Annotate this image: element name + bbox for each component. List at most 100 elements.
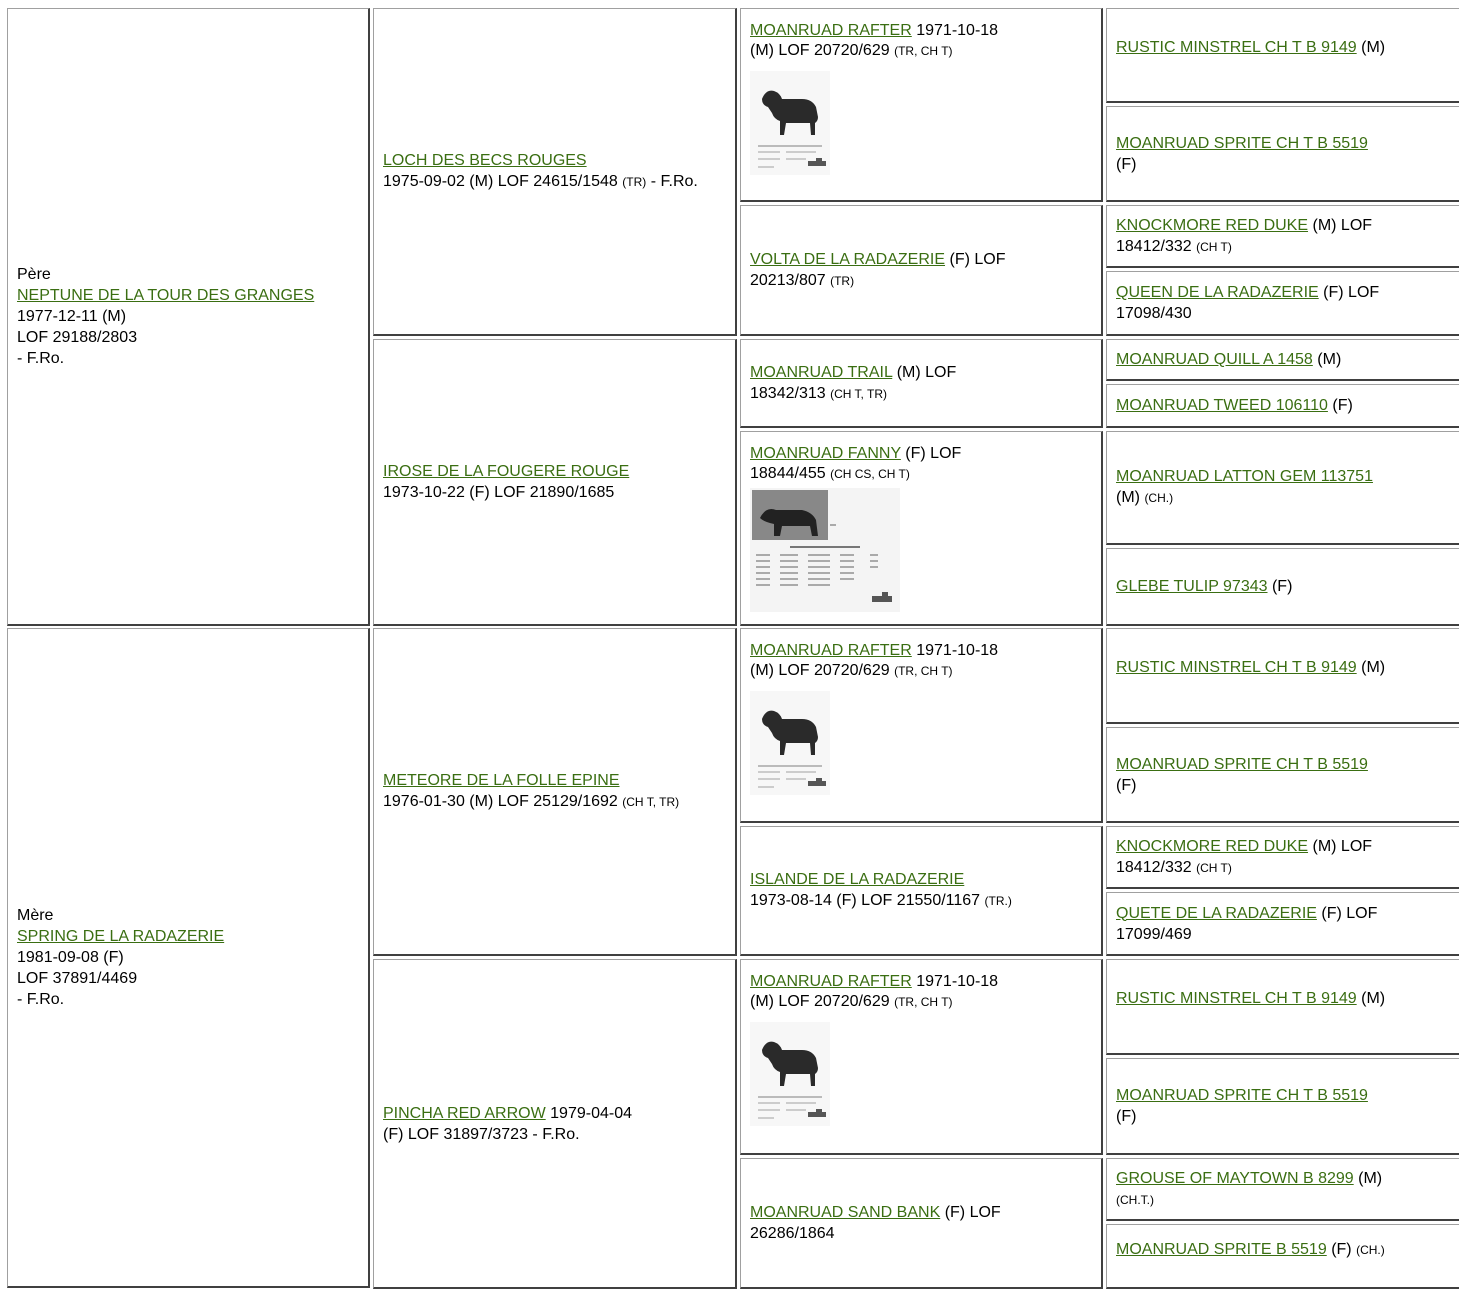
dam-cell: Mère SPRING DE LA RADAZERIE 1981-09-08 (…	[7, 628, 370, 1288]
dam-name-link[interactable]: SPRING DE LA RADAZERIE	[17, 928, 225, 945]
ss-affix: - F.Ro.	[650, 173, 698, 190]
ddss-info: (M)	[1361, 990, 1386, 1007]
ddsd-name-link[interactable]: MOANRUAD SPRITE CH T B 5519	[1116, 1087, 1368, 1104]
dsds-titles: (CH T)	[1196, 860, 1232, 875]
sss-name-link[interactable]: MOANRUAD RAFTER	[750, 22, 912, 39]
sds-name-link[interactable]: MOANRUAD TRAIL	[750, 363, 893, 381]
sd-info: 1973-10-22 (F) LOF 21890/1685	[383, 484, 615, 501]
dsds-info: (M) LOF	[1312, 837, 1373, 855]
sdd-titles: (CH CS, CH T)	[830, 467, 910, 481]
ssd-info1: (F) LOF	[949, 250, 1006, 268]
ssds-info2: 18412/332	[1116, 237, 1192, 255]
ddds-info: (M)	[1358, 1169, 1383, 1187]
dsdd-info: (F) LOF	[1321, 904, 1378, 922]
dddd-titles: (CH.)	[1356, 1243, 1385, 1257]
dds-birth: 1971-10-18	[916, 973, 999, 990]
dds-lof: (M) LOF 20720/629	[750, 993, 890, 1010]
ssd-cell: VOLTA DE LA RADAZERIE (F) LOF 20213/807 …	[740, 205, 1103, 336]
ddd-info1: (F) LOF	[944, 1204, 1001, 1221]
ss-name-link[interactable]: LOCH DES BECS ROUGES	[383, 152, 587, 169]
sss-titles: (TR, CH T)	[894, 44, 953, 58]
dsss-name-link[interactable]: RUSTIC MINSTREL CH T B 9149	[1116, 659, 1357, 676]
dssd-name-link[interactable]: MOANRUAD SPRITE CH T B 5519	[1116, 755, 1368, 773]
sdsd-name-link[interactable]: MOANRUAD TWEED 106110	[1116, 397, 1328, 414]
sdds-cell: MOANRUAD LATTON GEM 113751(M) (CH.)	[1106, 431, 1459, 545]
dsss-cell: RUSTIC MINSTREL CH T B 9149 (M)	[1106, 628, 1459, 724]
sddd-name-link[interactable]: GLEBE TULIP 97343	[1116, 578, 1268, 595]
sdds-name-link[interactable]: MOANRUAD LATTON GEM 113751	[1116, 468, 1373, 485]
dsds-name-link[interactable]: KNOCKMORE RED DUKE	[1116, 837, 1309, 855]
ssds-info: (M) LOF	[1312, 216, 1373, 234]
dog-photo-icon	[750, 691, 830, 795]
sire-name-link[interactable]: NEPTUNE DE LA TOUR DES GRANGES	[17, 287, 315, 304]
ddss-name-link[interactable]: RUSTIC MINSTREL CH T B 9149	[1116, 990, 1357, 1007]
ssdd-name-link[interactable]: QUEEN DE LA RADAZERIE	[1116, 284, 1319, 301]
ssss-name-link[interactable]: RUSTIC MINSTREL CH T B 9149	[1116, 39, 1357, 56]
dds-cell: MOANRUAD RAFTER 1971-10-18 (M) LOF 20720…	[740, 959, 1103, 1155]
sssd-cell: MOANRUAD SPRITE CH T B 5519 (F)	[1106, 106, 1459, 202]
dsds-info2: 18412/332	[1116, 858, 1192, 876]
ssdd-info: (F) LOF	[1323, 284, 1380, 301]
dss-name-link[interactable]: MOANRUAD RAFTER	[750, 642, 912, 659]
ddss-cell: RUSTIC MINSTREL CH T B 9149 (M)	[1106, 959, 1459, 1055]
dsd-name-link[interactable]: ISLANDE DE LA RADAZERIE	[750, 871, 965, 888]
sdss-name-link[interactable]: MOANRUAD QUILL A 1458	[1116, 351, 1313, 368]
ddd-info2: 26286/1864	[750, 1225, 835, 1242]
dsds-cell: KNOCKMORE RED DUKE (M) LOF 18412/332 (CH …	[1106, 826, 1459, 889]
pedigree-document-icon	[750, 488, 900, 612]
dd-cell: PINCHA RED ARROW 1979-04-04 (F) LOF 3189…	[373, 959, 737, 1289]
dog-photo-icon	[750, 71, 830, 175]
ssd-titles: (TR)	[830, 273, 855, 288]
ddd-cell: MOANRUAD SAND BANK (F) LOF 26286/1864	[740, 1158, 1103, 1289]
sire-cell: Père NEPTUNE DE LA TOUR DES GRANGES 1977…	[7, 8, 370, 626]
ddsd-cell: MOANRUAD SPRITE CH T B 5519 (F)	[1106, 1058, 1459, 1155]
sdd-info1: (F) LOF	[905, 445, 962, 462]
sdsd-cell: MOANRUAD TWEED 106110 (F)	[1106, 384, 1459, 428]
ssdd-info2: 17098/430	[1116, 305, 1192, 322]
dog-photo-thumbnail[interactable]	[750, 1022, 830, 1126]
sss-cell: MOANRUAD RAFTER 1971-10-18 (M) LOF 20720…	[740, 8, 1103, 202]
sdss-cell: MOANRUAD QUILL A 1458 (M)	[1106, 339, 1459, 381]
dds-name-link[interactable]: MOANRUAD RAFTER	[750, 973, 912, 990]
dog-photo-thumbnail[interactable]	[750, 71, 830, 175]
sssd-info: (F)	[1116, 155, 1137, 173]
sdd-cell: MOANRUAD FANNY (F) LOF 18844/455 (CH CS,…	[740, 431, 1103, 626]
dssd-cell: MOANRUAD SPRITE CH T B 5519(F)	[1106, 727, 1459, 823]
ssd-name-link[interactable]: VOLTA DE LA RADAZERIE	[750, 250, 946, 268]
dss-cell: MOANRUAD RAFTER 1971-10-18 (M) LOF 20720…	[740, 628, 1103, 823]
sds-cell: MOANRUAD TRAIL (M) LOF 18342/313 (CH T, …	[740, 339, 1103, 428]
dd-info1: 1979-04-04	[550, 1104, 632, 1122]
sds-info2: 18342/313	[750, 384, 826, 402]
ds-name-link[interactable]: METEORE DE LA FOLLE EPINE	[383, 772, 620, 789]
ssd-info2: 20213/807	[750, 271, 826, 289]
sddd-cell: GLEBE TULIP 97343 (F)	[1106, 548, 1459, 626]
dsd-titles: (TR.)	[984, 894, 1012, 908]
ddsd-info: (F)	[1116, 1108, 1137, 1125]
ds-titles: (CH T, TR)	[622, 795, 680, 809]
sdd-name-link[interactable]: MOANRUAD FANNY	[750, 445, 901, 462]
sire-birth: 1977-12-11 (M)	[17, 308, 127, 325]
ss-info: 1975-09-02 (M) LOF 24615/1548	[383, 173, 618, 190]
ddds-name-link[interactable]: GROUSE OF MAYTOWN B 8299	[1116, 1169, 1354, 1187]
ddd-name-link[interactable]: MOANRUAD SAND BANK	[750, 1204, 941, 1221]
dog-photo-thumbnail[interactable]	[750, 691, 830, 795]
sdd-info2: 18844/455	[750, 465, 826, 482]
dsdd-name-link[interactable]: QUETE DE LA RADAZERIE	[1116, 904, 1317, 922]
dsd-cell: ISLANDE DE LA RADAZERIE 1973-08-14 (F) L…	[740, 826, 1103, 956]
dd-name-link[interactable]: PINCHA RED ARROW	[383, 1104, 546, 1122]
ssds-name-link[interactable]: KNOCKMORE RED DUKE	[1116, 216, 1309, 234]
dddd-name-link[interactable]: MOANRUAD SPRITE B 5519	[1116, 1241, 1327, 1258]
ddds-titles: (CH.T.)	[1116, 1192, 1154, 1207]
sdss-info: (M)	[1317, 351, 1342, 368]
dss-birth: 1971-10-18	[916, 642, 999, 659]
sssd-name-link[interactable]: MOANRUAD SPRITE CH T B 5519	[1116, 134, 1368, 152]
dog-photo-icon	[750, 1022, 830, 1126]
dam-role: Mère	[17, 907, 54, 924]
sd-name-link[interactable]: IROSE DE LA FOUGERE ROUGE	[383, 463, 630, 480]
sdds-titles: (CH.)	[1144, 491, 1174, 505]
pedigree-document-thumbnail[interactable]	[750, 488, 900, 612]
sss-birth: 1971-10-18	[916, 22, 999, 39]
dam-lof: LOF 37891/4469	[17, 970, 138, 987]
ss-cell: LOCH DES BECS ROUGES 1975-09-02 (M) LOF …	[373, 8, 737, 336]
